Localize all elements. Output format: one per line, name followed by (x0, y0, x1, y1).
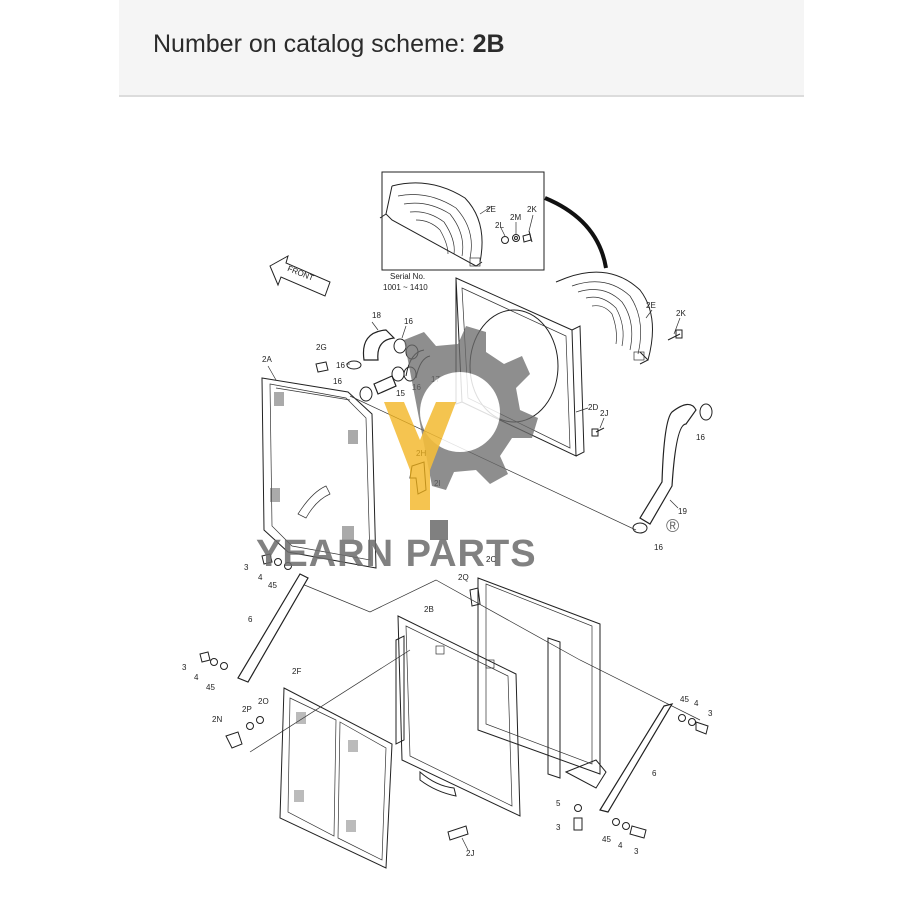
catalog-scheme-number: 2B (472, 30, 505, 58)
callout-18: 18 (372, 311, 381, 320)
gear-logo-icon (384, 326, 538, 540)
callout-45-d: 45 (602, 835, 611, 844)
inset-pointer-arrow (544, 196, 608, 269)
callout-3-d: 3 (556, 823, 561, 832)
callout-15: 15 (396, 389, 405, 398)
callout-2J-top: 2J (600, 409, 608, 418)
callout-4-d: 4 (618, 841, 623, 850)
front-arrow-label: FRONT (286, 264, 315, 283)
callout-4-c: 4 (694, 699, 699, 708)
callout-3-e: 3 (634, 847, 639, 856)
callout-2Q: 2Q (458, 573, 469, 582)
bottom-right-bolts: 5 3 45 4 3 (556, 799, 647, 856)
left-stay-upper: 3 4 45 6 (237, 553, 309, 683)
callout-2N: 2N (212, 715, 222, 724)
front-arrow: FRONT (269, 254, 331, 297)
callout-2L: 2L (495, 221, 504, 230)
callout-2F: 2F (292, 667, 301, 676)
catalog-scheme-title: Number on catalog scheme: 2B (153, 30, 505, 59)
callout-16-e: 16 (696, 433, 705, 442)
callout-4-a: 4 (258, 573, 263, 582)
callout-2O: 2O (258, 697, 269, 706)
frame-2C: 2C 2Q (458, 555, 607, 789)
callout-2E: 2E (646, 301, 656, 310)
callout-2P: 2P (242, 705, 252, 714)
serial-label: Serial No. (390, 272, 425, 281)
fan-guard-inset: 2E 2L 2M 2K Serial No. 1001 ~ 1410 (379, 171, 545, 292)
callout-16-b: 16 (336, 361, 345, 370)
callout-3-a: 3 (244, 563, 249, 572)
callout-16-c: 16 (333, 377, 342, 386)
watermark-brand: YEARN PARTS (256, 533, 537, 575)
catalog-scheme-prefix: Number on catalog scheme: (153, 30, 473, 58)
callout-6-a: 6 (248, 615, 253, 624)
left-stay-lower-bolts: 3 4 45 (182, 651, 228, 692)
callout-3-b: 3 (182, 663, 187, 672)
fan-guard: 2E 2K (555, 271, 686, 365)
callout-45-b: 45 (206, 683, 215, 692)
yearn-parts-watermark: YEARN PARTS ® (256, 326, 679, 575)
callout-19: 19 (678, 507, 687, 516)
callout-2K: 2K (676, 309, 686, 318)
callout-2B: 2B (424, 605, 434, 614)
core-2B: 2B 2J (395, 605, 521, 858)
callout-3-c: 3 (708, 709, 713, 718)
callout-16-a: 16 (404, 317, 413, 326)
callout-2M: 2M (510, 213, 521, 222)
callout-2G: 2G (316, 343, 327, 352)
callout-45-c: 45 (680, 695, 689, 704)
callout-5: 5 (556, 799, 561, 808)
callout-2C: 2C (486, 555, 496, 564)
callout-2A: 2A (262, 355, 272, 364)
callout-2D: 2D (588, 403, 598, 412)
callout-2K-inset: 2K (527, 205, 537, 214)
callout-2J-bottom: 2J (466, 849, 474, 858)
callout-6-b: 6 (652, 769, 657, 778)
right-stay: 45 4 3 6 (599, 695, 713, 813)
serial-range: 1001 ~ 1410 (383, 283, 428, 292)
callout-4-b: 4 (194, 673, 199, 682)
watermark-registered-icon: ® (666, 516, 679, 536)
lower-hose-assembly: 16 19 16 (632, 403, 713, 552)
screen-2F: 2F (279, 667, 393, 869)
catalog-scheme-header: Number on catalog scheme: 2B (119, 0, 804, 97)
callout-45-a: 45 (268, 581, 277, 590)
callout-2E-inset: 2E (486, 205, 496, 214)
callout-16-f: 16 (654, 543, 663, 552)
wing-bolt-set: 2N 2P 2O (212, 697, 269, 749)
